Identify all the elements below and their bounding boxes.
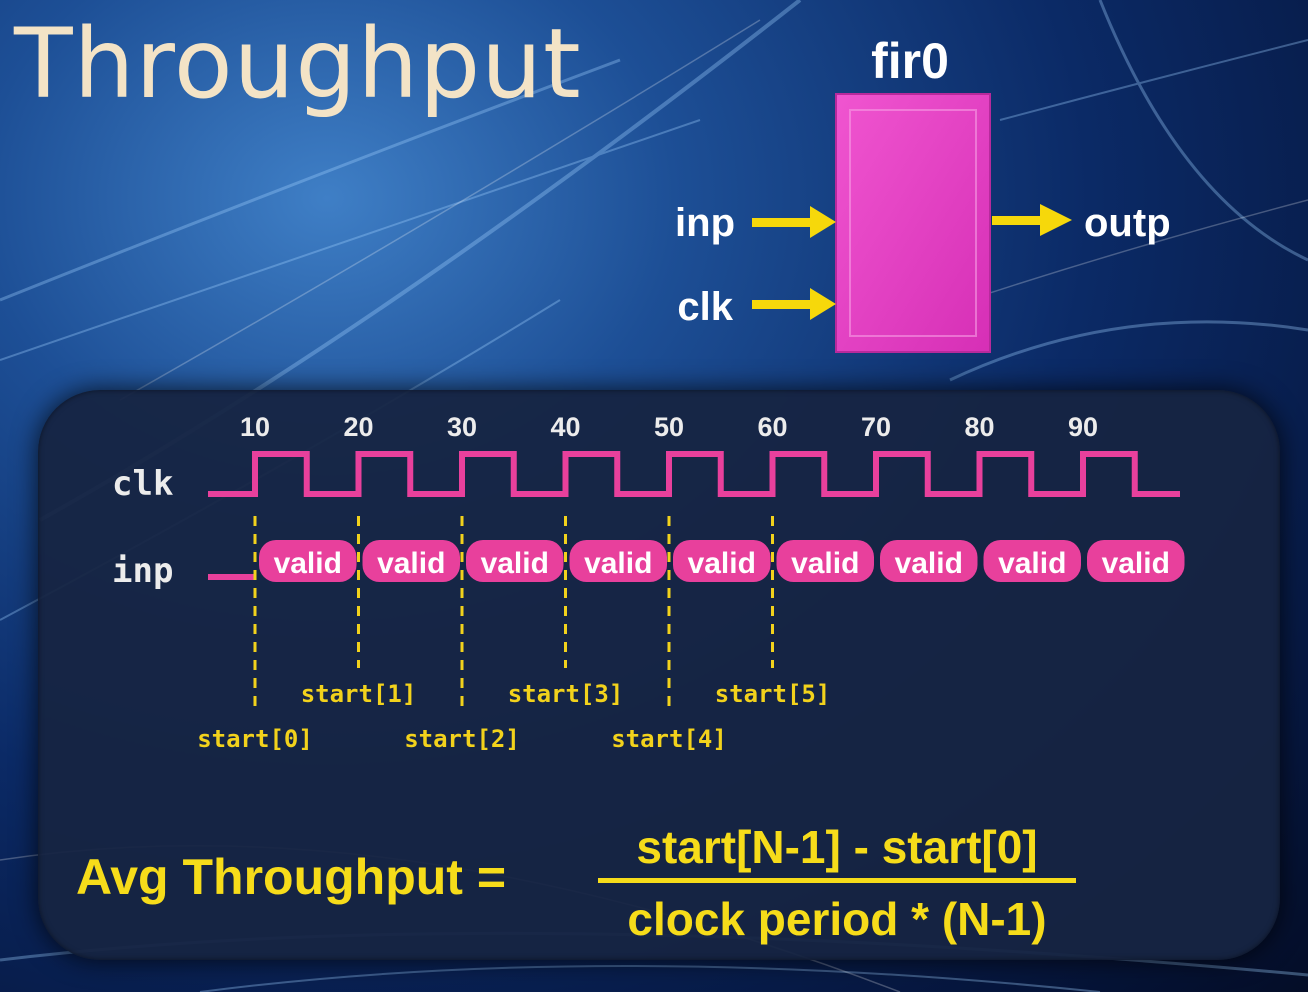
slide-title: Throughput	[14, 8, 582, 120]
time-tick-label: 10	[240, 412, 270, 442]
arrow-inp-icon	[752, 206, 836, 238]
start-marker-lines	[253, 516, 774, 706]
valid-label: valid	[688, 547, 756, 580]
formula-lhs: Avg Throughput =	[76, 849, 507, 905]
formula-denominator: clock period * (N-1)	[627, 893, 1047, 945]
valid-box	[983, 540, 1081, 582]
valid-box	[880, 540, 978, 582]
valid-label: valid	[584, 547, 652, 580]
time-axis: 10 20 30 40 50 60 70 80 90	[240, 412, 1098, 442]
valid-box	[1087, 540, 1185, 582]
inp-valid-segments: valid valid valid valid valid valid valid valid…	[259, 540, 1185, 582]
valid-box	[362, 540, 460, 582]
valid-label: valid	[1102, 547, 1170, 580]
block-name: fir0	[871, 33, 949, 89]
signal-label-inp: inp	[112, 551, 173, 591]
valid-label: valid	[274, 547, 342, 580]
time-tick-label: 30	[447, 412, 477, 442]
valid-box	[569, 540, 667, 582]
time-tick-label: 60	[757, 412, 787, 442]
valid-box	[466, 540, 564, 582]
clk-waveform	[208, 451, 1180, 497]
time-tick-label: 50	[654, 412, 684, 442]
valid-label: valid	[895, 547, 963, 580]
arrow-outp-icon	[992, 204, 1072, 236]
valid-box	[259, 540, 357, 582]
start-marker-label: start[2]	[404, 725, 520, 753]
formula-numerator: start[N-1] - start[0]	[636, 821, 1038, 873]
time-tick-label: 70	[861, 412, 891, 442]
start-marker-label: start[1]	[301, 680, 417, 708]
start-marker-label: start[4]	[611, 725, 727, 753]
input-label-inp: inp	[675, 201, 735, 245]
start-marker-labels: start[0] start[1] start[2] start[3] start[4]…	[197, 680, 830, 753]
output-label-outp: outp	[1084, 201, 1171, 245]
time-tick-label: 80	[964, 412, 994, 442]
arrow-clk-icon	[752, 288, 836, 320]
timing-panel	[38, 390, 1280, 960]
valid-label: valid	[998, 547, 1066, 580]
block-diagram: fir0 inp clk outp	[675, 33, 1171, 353]
input-label-clk: clk	[677, 285, 733, 329]
valid-box	[776, 540, 874, 582]
start-marker-label: start[3]	[508, 680, 624, 708]
valid-box	[673, 540, 771, 582]
valid-label: valid	[377, 547, 445, 580]
start-marker-label: start[0]	[197, 725, 313, 753]
time-tick-label: 20	[343, 412, 373, 442]
time-tick-label: 90	[1068, 412, 1098, 442]
time-tick-label: 40	[550, 412, 580, 442]
signal-label-clk: clk	[112, 464, 173, 504]
fir0-block	[835, 93, 991, 353]
start-marker-label: start[5]	[715, 680, 831, 708]
formula-fraction-bar	[598, 878, 1076, 883]
valid-label: valid	[791, 547, 859, 580]
valid-label: valid	[481, 547, 549, 580]
